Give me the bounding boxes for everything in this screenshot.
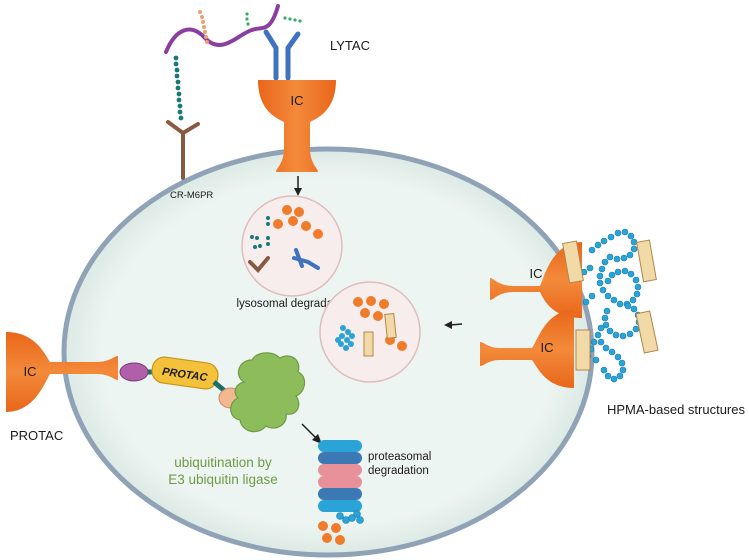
protac-molecule: PROTAC xyxy=(119,356,244,409)
antibody-icon xyxy=(263,29,301,81)
ubiquitination-label-line1: ubiquitination by xyxy=(174,455,272,470)
ic-label-hpma-lower: IC xyxy=(541,340,554,355)
proteasome xyxy=(318,440,364,545)
proteasomal-label-line2: degradation xyxy=(368,465,429,477)
lysosome-top xyxy=(241,195,343,297)
ic-label-top: IC xyxy=(291,93,304,108)
protac-label: PROTAC xyxy=(10,428,63,443)
ic-receptor-protac: IC xyxy=(6,332,118,412)
ic-receptor-top: IC xyxy=(258,80,336,172)
cr-m6pr-receptor xyxy=(166,120,200,180)
lysosomal-degradation-label: lysosomal degradation xyxy=(236,298,351,310)
cr-m6pr-label: CR-M6PR xyxy=(170,190,213,201)
green-dotted-chain xyxy=(245,12,302,26)
arrow-down-right-icon xyxy=(301,423,322,444)
hpma-blocks xyxy=(562,239,659,371)
lysosome-middle xyxy=(319,281,421,383)
lytac-construct xyxy=(164,4,302,180)
orange-dotted-chain xyxy=(198,10,209,44)
ic-label-protac: IC xyxy=(24,364,37,379)
lytac-label: LYTAC xyxy=(330,38,370,53)
arrow-left-icon xyxy=(444,321,463,329)
e3-ligase xyxy=(230,352,306,433)
hpma-label: HPMA-based structures xyxy=(607,402,745,417)
ic-receptor-hpma-lower: IC xyxy=(480,310,574,388)
ubiquitination-label-line2: E3 ubiquitin ligase xyxy=(168,472,278,487)
arrow-down-icon xyxy=(294,176,302,196)
teal-dotted-chain xyxy=(173,55,184,121)
ic-label-hpma-upper: IC xyxy=(530,266,543,281)
proteasomal-label-line1: proteasomal xyxy=(368,451,431,463)
ic-receptor-hpma-upper: IC xyxy=(490,242,582,318)
